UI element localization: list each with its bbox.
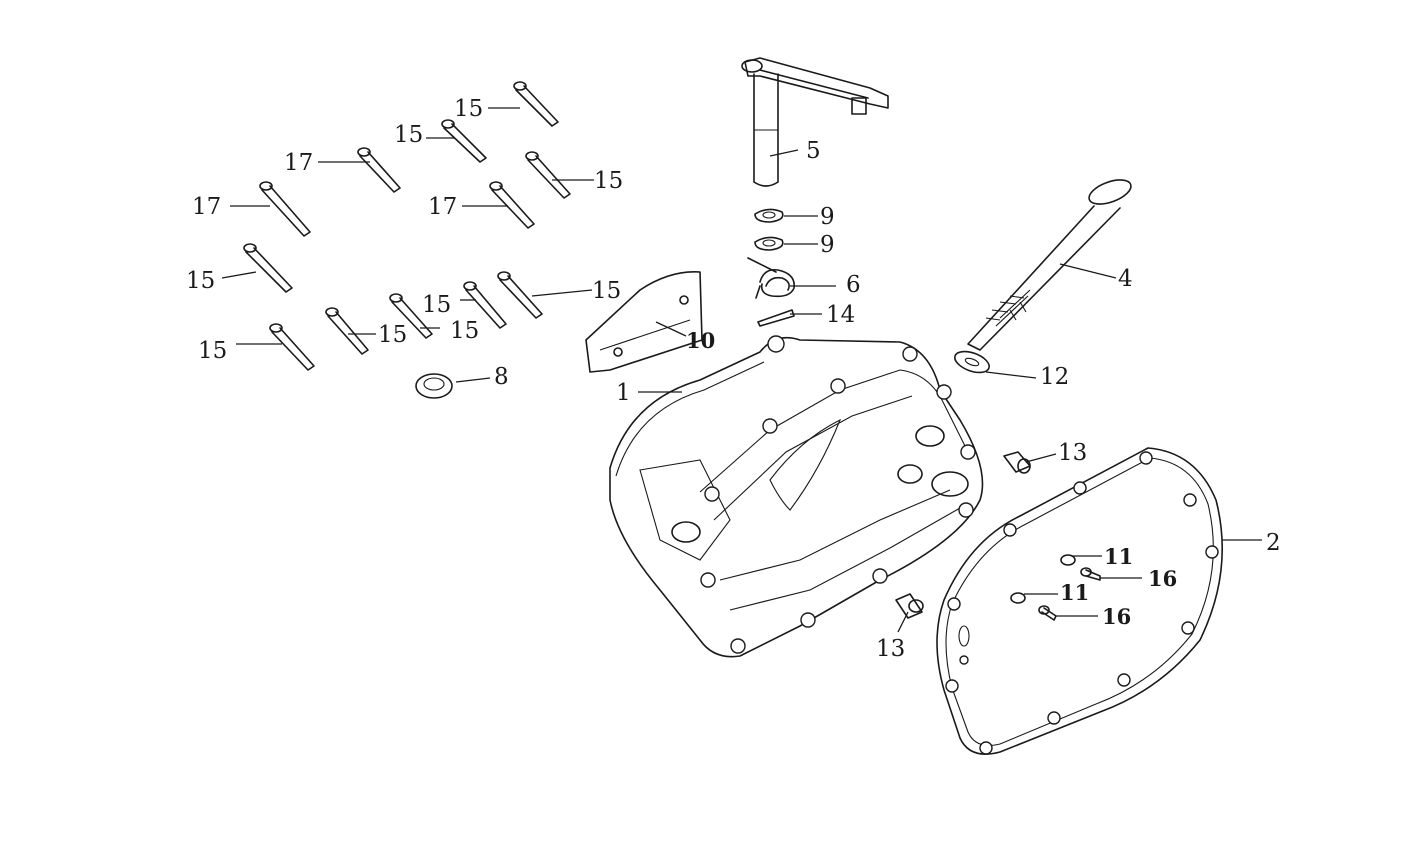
callout-10: 10 (686, 328, 715, 353)
callout-11b: 11 (1060, 580, 1089, 605)
bolt-15-d (243, 243, 293, 293)
callout-14: 14 (826, 302, 855, 328)
bolt-17-b (259, 181, 311, 237)
callout-9a: 9 (820, 204, 835, 230)
bolt-15-g (389, 293, 433, 339)
callout-1: 1 (616, 380, 631, 406)
callout-4: 4 (1118, 266, 1133, 292)
callout-8: 8 (494, 364, 509, 390)
part-13-dowel-pins (895, 451, 1031, 619)
part-5-shift-shaft (741, 57, 889, 187)
part-1-crankcase-cover (609, 335, 984, 658)
callout-17c: 17 (428, 194, 457, 220)
callout-16b: 16 (1102, 604, 1131, 629)
bolt-15-c (525, 151, 571, 199)
callout-12: 12 (1040, 364, 1069, 390)
callout-15i: 15 (198, 338, 227, 364)
callout-15f: 15 (422, 292, 451, 318)
part-14-pin (757, 309, 795, 327)
bolt-15-e (497, 271, 543, 319)
callout-5: 5 (806, 138, 821, 164)
callout-13b: 13 (876, 636, 905, 662)
bolt-17-a (357, 147, 401, 193)
callout-11a: 11 (1104, 544, 1133, 569)
callout-9b: 9 (820, 232, 835, 258)
leader-lines (221, 107, 1262, 633)
part-9-washers (754, 208, 784, 251)
callout-labels: 1 2 4 5 6 8 9 9 10 11 11 12 13 13 14 15 … (186, 96, 1281, 662)
callout-15a: 15 (454, 96, 483, 122)
callout-15b: 15 (394, 122, 423, 148)
callout-15c: 15 (594, 168, 623, 194)
part-4-oil-dipstick (967, 179, 1132, 351)
callout-6: 6 (846, 272, 861, 298)
callout-2: 2 (1266, 530, 1281, 556)
part-12-washer (954, 350, 990, 374)
callout-15h: 15 (378, 322, 407, 348)
callout-17b: 17 (192, 194, 221, 220)
part-6-spring (747, 257, 795, 299)
bolts-group (243, 81, 571, 371)
parts-11-16-small-fasteners (1010, 554, 1101, 621)
bolt-15-i (269, 323, 315, 371)
callout-16a: 16 (1148, 566, 1177, 591)
part-8-oil-seal (415, 373, 453, 399)
bolt-15-h (325, 307, 369, 355)
callout-17a: 17 (284, 150, 313, 176)
bolt-15-f (463, 281, 507, 329)
part-10-cover-plate (585, 271, 703, 373)
callout-15e: 15 (592, 278, 621, 304)
callout-13a: 13 (1058, 440, 1087, 466)
callout-15d: 15 (186, 268, 215, 294)
bolt-15-a (513, 81, 559, 127)
bolt-17-c (489, 181, 535, 229)
callout-15g: 15 (450, 318, 479, 344)
part-2-gasket (936, 447, 1223, 755)
bolt-15-b (441, 119, 487, 163)
